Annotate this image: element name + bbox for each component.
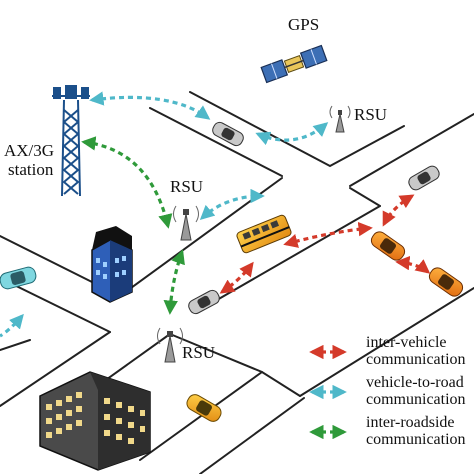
car-silver-right-icon [408,165,440,191]
legend-inter-roadside-line2: communication [366,431,466,448]
car-teal-left-icon [0,266,37,290]
cellular-tower [52,85,90,197]
rsu-mid-icon [173,205,199,241]
road-edge-main-bottom [0,277,111,333]
road-network [0,91,474,474]
link-v2v-mid-bus [219,261,254,294]
link-v2v-orange-orange [395,255,431,274]
tower-building-icon [91,226,133,303]
link-v2r-rsu-mid [199,188,265,220]
legend-inter-vehicle-line2: communication [366,351,466,368]
rsu-top-label: RSU [354,105,388,124]
rsu-bottom-label: RSU [182,343,216,362]
link-v2r-car-rsu-top [255,122,329,146]
link-v2r-tower-rsu [89,91,211,120]
car-orange-far-right-icon [428,267,464,297]
link-i2i-tower-rsu-mid [81,136,173,229]
rsu-bottom-icon [157,327,183,363]
legend-swatches [309,344,347,440]
link-i2i-rsu-mid-bottom [163,249,185,315]
station-label-line1: AX/3G [4,141,55,160]
road-edge-left-low [0,339,31,351]
rsu-top-icon [329,105,351,133]
link-v2r-left [0,313,24,338]
road-edge-upper-right [189,91,405,168]
gps-satellite-icon [260,44,328,84]
legend-inter-roadside-line1: inter-roadside [366,414,455,431]
gps-label: GPS [288,15,320,34]
road-edge-lower-a [209,205,381,305]
office-building-icon [39,371,151,471]
legend-vehicle-to-road-line2: communication [366,391,466,408]
road-edge-upper-left [149,107,283,177]
station-label-line2: station [8,160,54,179]
legend-vehicle-to-road-line1: vehicle-to-road [366,374,464,391]
road-edge-lower-c [299,287,474,397]
car-yellow-bottom-icon [186,394,222,422]
car-silver-mid-icon [188,289,220,315]
car-silver-top-icon [212,121,244,147]
link-v2v-silver-orange [382,194,415,227]
road-edge-right-upper [349,187,381,207]
car-orange-right-icon [370,231,406,261]
rsu-mid-label: RSU [170,177,204,196]
school-bus-icon [236,214,292,254]
road-edge-upper-lower [349,113,474,187]
road-edge-crossing-1 [0,331,111,407]
legend-inter-vehicle-line1: inter-vehicle [366,334,447,351]
road-edge-bottom-2 [199,397,305,474]
